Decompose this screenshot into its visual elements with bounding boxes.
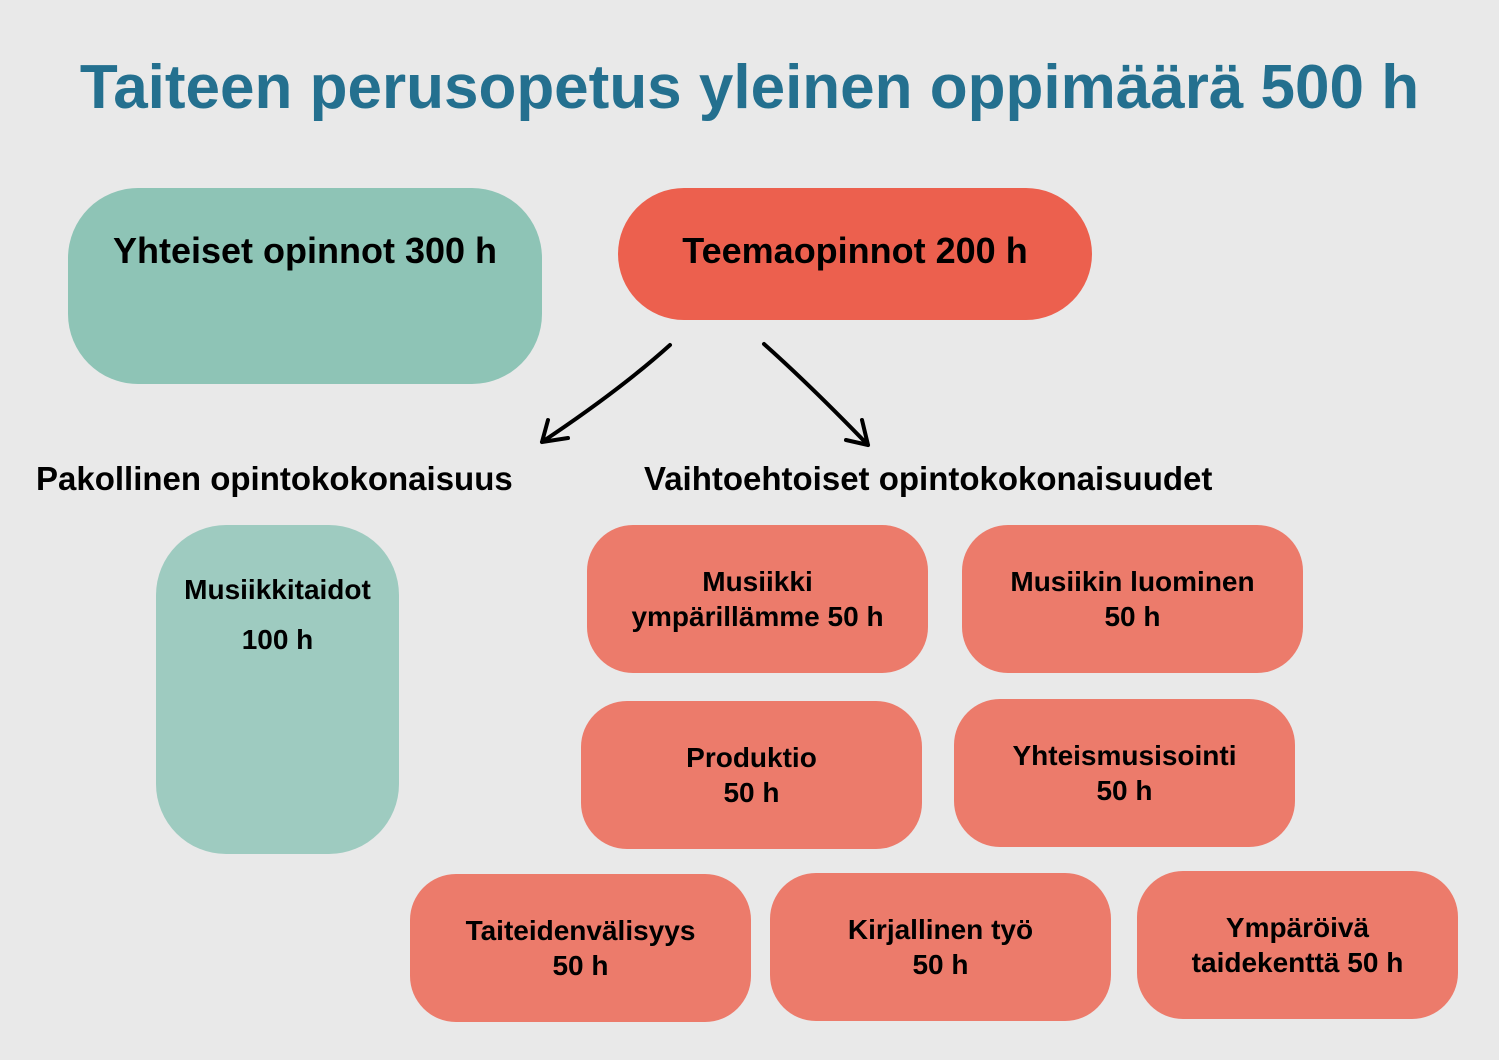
box-line2: 50 h bbox=[912, 949, 969, 980]
box-line1: Musiikki bbox=[702, 566, 813, 597]
optional-box: Kirjallinen työ 50 h bbox=[770, 873, 1111, 1021]
optional-box: Taiteidenvälisyys 50 h bbox=[410, 874, 751, 1022]
optional-heading: Vaihtoehtoiset opintokokonaisuudet bbox=[644, 460, 1213, 497]
optional-box: Musiikki ympärillämme 50 h bbox=[587, 525, 928, 673]
optional-box: Ympäröivä taidekenttä 50 h bbox=[1137, 871, 1458, 1019]
optional-box: Musiikin luominen 50 h bbox=[962, 525, 1303, 673]
theme-studies-box: Teemaopinnot 200 h bbox=[618, 188, 1092, 320]
theme-studies-label: Teemaopinnot 200 h bbox=[682, 230, 1028, 271]
box-line2: 50 h bbox=[552, 950, 609, 981]
optional-box: Produktio 50 h bbox=[581, 701, 922, 849]
box-line1: Musiikin luominen bbox=[1010, 566, 1255, 597]
mandatory-line1: Musiikkitaidot bbox=[184, 574, 371, 605]
box-line1: Produktio bbox=[686, 742, 817, 773]
box-line2: 50 h bbox=[723, 777, 780, 808]
box-line2: 50 h bbox=[1104, 601, 1161, 632]
mandatory-box: Musiikkitaidot 100 h bbox=[156, 525, 399, 854]
box-line2: taidekenttä 50 h bbox=[1191, 947, 1404, 978]
common-studies-label: Yhteiset opinnot 300 h bbox=[112, 230, 498, 271]
mandatory-line2: 100 h bbox=[241, 624, 314, 655]
mandatory-heading: Pakollinen opintokokonaisuus bbox=[36, 460, 513, 497]
common-studies-box: Yhteiset opinnot 300 h bbox=[68, 188, 542, 384]
box-line2: ympärillämme 50 h bbox=[631, 601, 884, 632]
diagram-title: Taiteen perusopetus yleinen oppimäärä 50… bbox=[79, 53, 1420, 122]
arrow-right bbox=[762, 342, 870, 447]
box-line1: Kirjallinen työ bbox=[847, 914, 1034, 945]
box-line1: Ympäröivä bbox=[1225, 912, 1370, 943]
box-line1: Yhteismusisointi bbox=[1012, 740, 1237, 771]
optional-box: Yhteismusisointi 50 h bbox=[954, 699, 1295, 847]
box-line1: Taiteidenvälisyys bbox=[465, 915, 696, 946]
arrow-left bbox=[540, 343, 672, 444]
box-line2: 50 h bbox=[1096, 775, 1153, 806]
